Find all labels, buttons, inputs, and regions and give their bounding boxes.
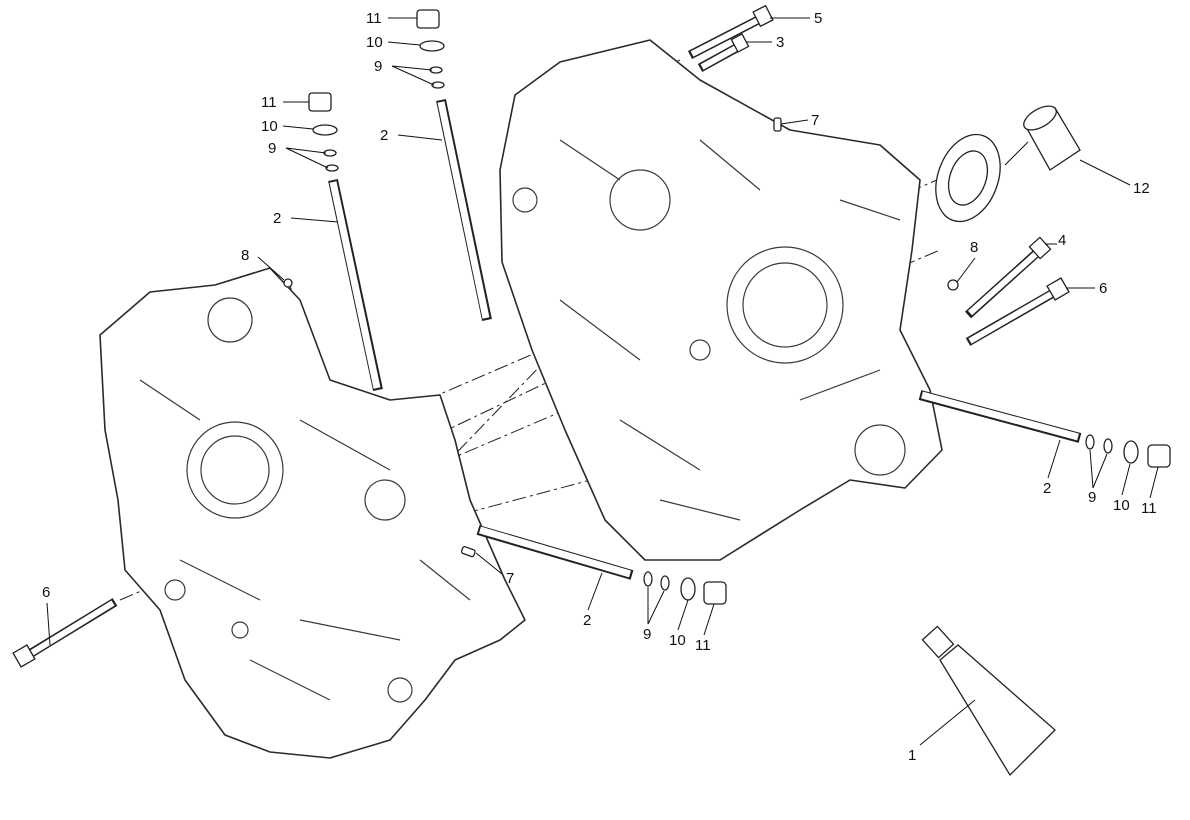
callout-11-left: 11 bbox=[261, 94, 277, 111]
callout-8-right: 8 bbox=[970, 239, 978, 256]
callout-9-right: 9 bbox=[1088, 489, 1096, 506]
ring-9-left-b bbox=[325, 164, 339, 172]
callout-5: 5 bbox=[814, 10, 822, 27]
callout-2-top: 2 bbox=[380, 127, 388, 144]
nut-11-top bbox=[416, 9, 440, 29]
callout-9-left: 9 bbox=[268, 140, 276, 157]
callout-6-left: 6 bbox=[42, 584, 50, 601]
callout-11-right: 11 bbox=[1141, 500, 1157, 517]
sleeve-12 bbox=[1023, 105, 1081, 171]
ring-9-bottom-b bbox=[660, 575, 670, 591]
callout-2-bottom: 2 bbox=[583, 612, 591, 629]
callout-10-bottom: 10 bbox=[669, 632, 686, 649]
nut-11-bottom bbox=[703, 581, 727, 605]
dowel-7-top bbox=[773, 117, 782, 132]
ring-9-top-b bbox=[431, 81, 445, 89]
callout-3: 3 bbox=[776, 34, 784, 51]
ring-9-right-a bbox=[1085, 434, 1095, 450]
callout-8-left: 8 bbox=[241, 247, 249, 264]
washer-10-right bbox=[1123, 440, 1139, 464]
ring-9-right-b bbox=[1103, 438, 1113, 454]
callout-4: 4 bbox=[1058, 232, 1066, 249]
sealant-tube-1 bbox=[921, 625, 1056, 777]
nut-11-right bbox=[1147, 444, 1171, 468]
callout-2-right: 2 bbox=[1043, 480, 1051, 497]
oring-8-left bbox=[283, 278, 293, 288]
callout-11-bottom: 11 bbox=[695, 637, 711, 654]
callout-11-top: 11 bbox=[366, 10, 382, 27]
right-crankcase-half bbox=[499, 39, 943, 561]
washer-10-bottom bbox=[680, 577, 696, 601]
callout-labels: 11 10 9 2 5 3 11 10 9 2 7 12 8 8 4 6 2 9… bbox=[42, 10, 1157, 764]
washer-10-top bbox=[419, 40, 445, 52]
hardware bbox=[283, 9, 1171, 777]
callout-12: 12 bbox=[1133, 180, 1150, 197]
callout-7-bottom: 7 bbox=[506, 570, 514, 587]
left-crankcase-half bbox=[99, 267, 526, 759]
bolts bbox=[12, 4, 1070, 668]
ring-9-bottom-a bbox=[643, 571, 653, 587]
callout-10-right: 10 bbox=[1113, 497, 1130, 514]
callout-10-top: 10 bbox=[366, 34, 383, 51]
callout-6-right: 6 bbox=[1099, 280, 1107, 297]
callout-1: 1 bbox=[908, 747, 916, 764]
bearing-12 bbox=[935, 133, 1001, 223]
callout-7-top: 7 bbox=[811, 112, 819, 129]
leader-lines bbox=[46, 17, 1159, 746]
oring-8-right bbox=[947, 279, 959, 291]
callout-9-top: 9 bbox=[374, 58, 382, 75]
studs bbox=[328, 98, 1082, 580]
callout-9-bottom: 9 bbox=[643, 626, 651, 643]
callout-10-left: 10 bbox=[261, 118, 278, 135]
dowel-7-bottom bbox=[460, 546, 476, 558]
callout-2-left: 2 bbox=[273, 210, 281, 227]
washer-10-left bbox=[312, 124, 338, 136]
nut-11-left bbox=[308, 92, 332, 112]
